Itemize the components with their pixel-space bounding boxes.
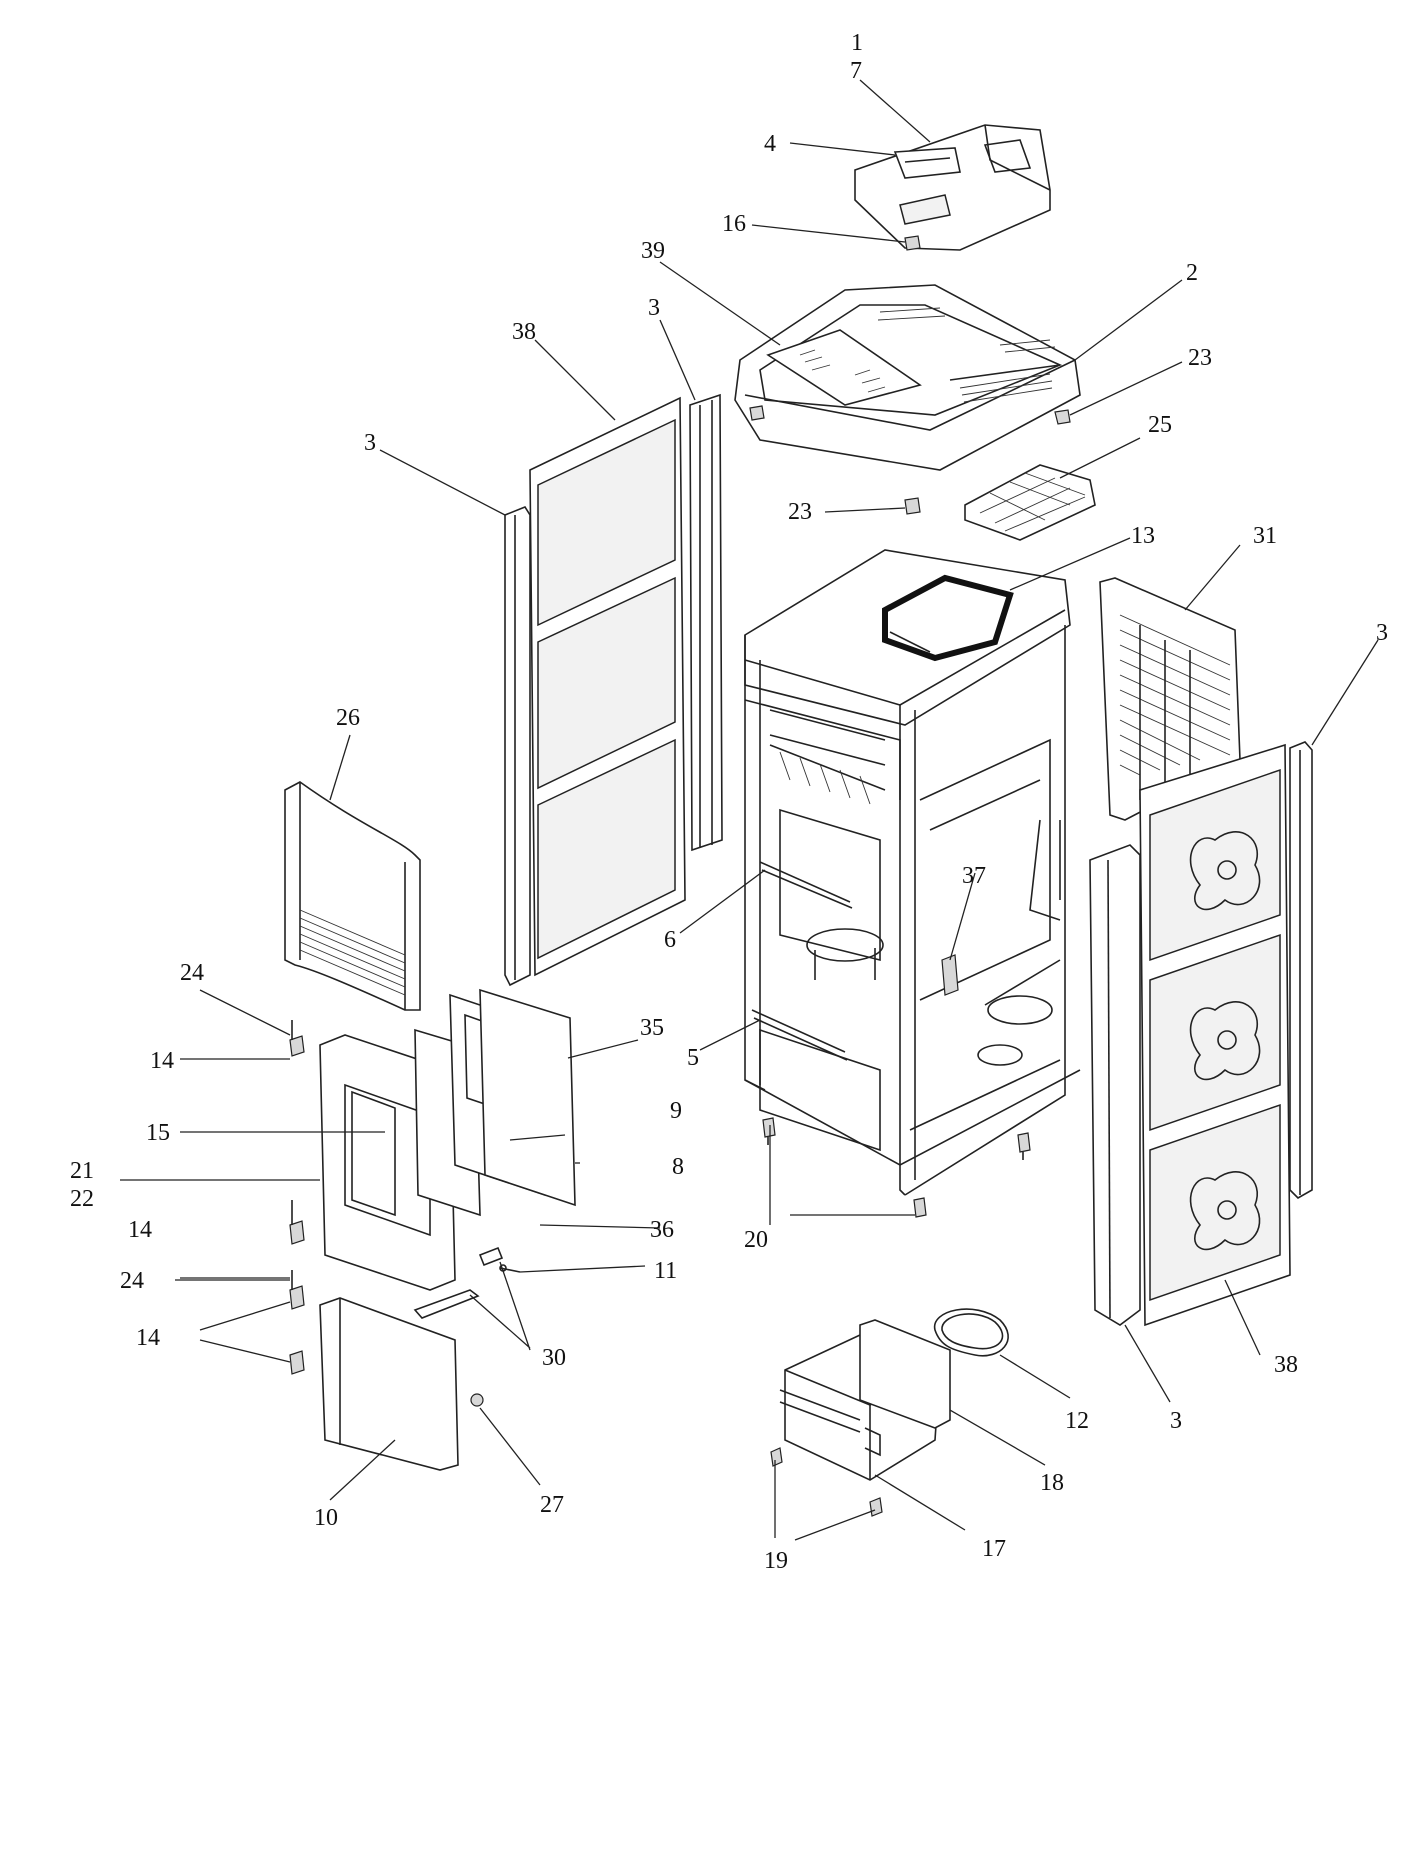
callout-26: 26 xyxy=(336,705,360,731)
callout-3-left: 3 xyxy=(364,430,376,456)
callout-24-upper: 24 xyxy=(180,960,204,986)
callout-25: 25 xyxy=(1148,412,1172,438)
rubber-foot-top-left xyxy=(749,405,765,421)
rubber-foot-center xyxy=(904,497,921,515)
callout-38-right: 38 xyxy=(1274,1352,1298,1378)
top-cover-part xyxy=(854,124,1051,251)
callout-3-right-top: 3 xyxy=(1376,620,1388,646)
callout-7: 7 xyxy=(850,58,862,84)
rod-lower-part xyxy=(751,1009,848,1061)
callout-1: 1 xyxy=(851,30,863,56)
leader-lines xyxy=(120,79,1379,1541)
door-hinge-lower xyxy=(289,1270,305,1375)
flue-gasket-part xyxy=(882,574,1014,662)
knob-part xyxy=(470,1393,484,1407)
right-side-profile-rear xyxy=(1289,741,1313,1199)
door-hinge-upper xyxy=(289,1020,305,1057)
drawer-clip-right xyxy=(869,1497,883,1517)
right-side-panel xyxy=(1139,743,1291,1327)
callout-31: 31 xyxy=(1253,523,1277,549)
callout-labels: 1 7 4 16 39 2 23 25 23 13 31 3 38 3 3 26… xyxy=(70,30,1388,1574)
callout-23-center: 23 xyxy=(788,499,812,525)
callout-22: 22 xyxy=(70,1186,94,1212)
callout-9: 9 xyxy=(670,1098,682,1124)
callout-10: 10 xyxy=(314,1505,338,1531)
callout-6: 6 xyxy=(664,927,676,953)
lower-door-panel xyxy=(319,1297,459,1471)
callout-13: 13 xyxy=(1131,523,1155,549)
callout-35: 35 xyxy=(640,1015,664,1041)
callout-5: 5 xyxy=(687,1045,699,1071)
callout-8: 8 xyxy=(672,1154,684,1180)
callout-36: 36 xyxy=(650,1217,674,1243)
right-side-profile-front xyxy=(1089,844,1141,1326)
callout-15: 15 xyxy=(146,1120,170,1146)
drawer-plate-part xyxy=(859,1319,951,1429)
left-side-profile-front xyxy=(689,393,723,852)
foot-rear xyxy=(913,1197,927,1218)
top-grille-part xyxy=(766,329,922,406)
stove-body-frame xyxy=(744,549,1081,1196)
callout-3-right-bottom: 3 xyxy=(1170,1408,1182,1434)
left-side-profile-rear xyxy=(504,506,531,987)
left-side-panel xyxy=(529,396,686,977)
handle-part xyxy=(413,1246,504,1319)
callout-24-lower: 24 xyxy=(120,1268,144,1294)
control-module-part xyxy=(941,954,959,996)
callout-37: 37 xyxy=(962,863,986,889)
ash-gasket-part xyxy=(934,1308,1009,1357)
foot-front-left xyxy=(762,1117,776,1145)
callout-23-top: 23 xyxy=(1188,345,1212,371)
callout-30: 30 xyxy=(542,1345,566,1371)
callout-39: 39 xyxy=(641,238,665,264)
callout-21: 21 xyxy=(70,1158,94,1184)
callout-14-middle: 14 xyxy=(128,1217,152,1243)
front-upper-panel xyxy=(284,781,421,1011)
foot-front-right xyxy=(1017,1132,1031,1160)
drawer-clip-left xyxy=(770,1447,783,1467)
callout-27: 27 xyxy=(540,1492,564,1518)
callout-17: 17 xyxy=(982,1536,1006,1562)
callout-18: 18 xyxy=(1040,1470,1064,1496)
hopper-lid-part xyxy=(893,147,961,179)
callout-14-upper: 14 xyxy=(150,1048,174,1074)
rubber-foot-top-right xyxy=(1054,409,1071,425)
callout-12: 12 xyxy=(1065,1408,1089,1434)
door-hinge-middle xyxy=(289,1200,305,1245)
gasket-frame-part xyxy=(479,988,576,1207)
callout-16: 16 xyxy=(722,211,746,237)
callout-20: 20 xyxy=(744,1227,768,1253)
callout-19: 19 xyxy=(764,1548,788,1574)
callout-4: 4 xyxy=(764,131,776,157)
callout-14-lower: 14 xyxy=(136,1325,160,1351)
callout-38-left: 38 xyxy=(512,319,536,345)
small-clip-part xyxy=(904,235,921,251)
filter-grid-part xyxy=(964,464,1096,541)
callout-11: 11 xyxy=(654,1258,677,1284)
rod-upper-part xyxy=(759,861,853,909)
callout-3-top-center: 3 xyxy=(648,295,660,321)
callout-2: 2 xyxy=(1186,260,1198,286)
